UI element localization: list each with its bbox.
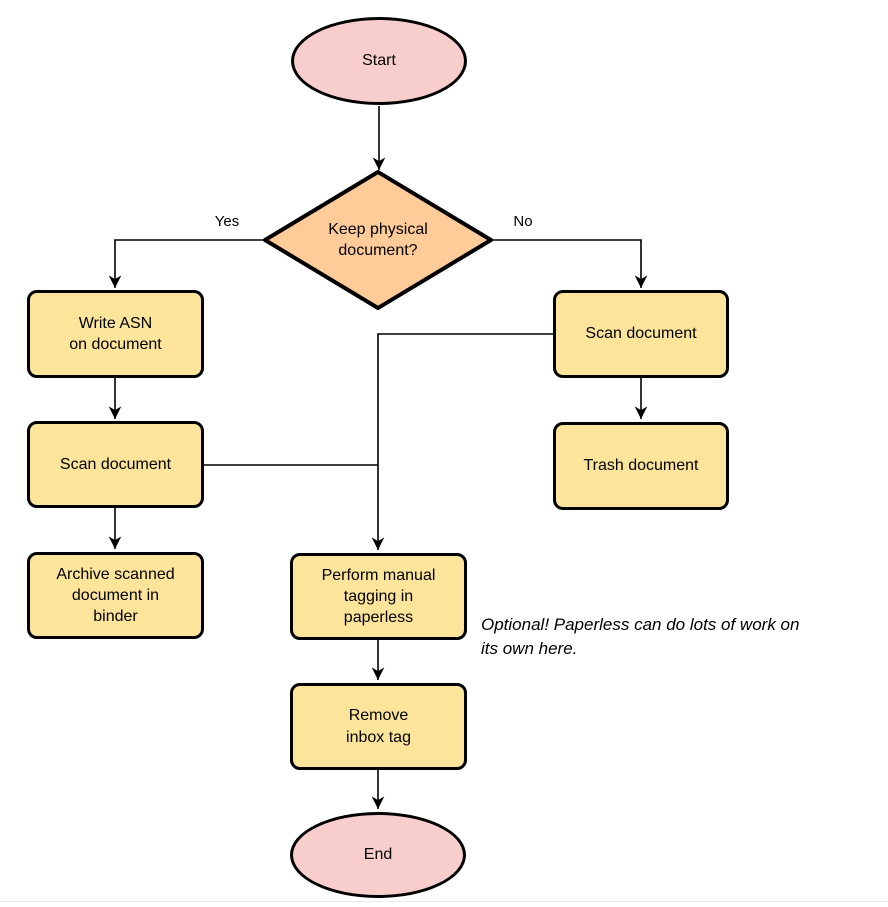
write-asn-node: Write ASN on document — [27, 290, 204, 378]
trash-document-node: Trash document — [553, 422, 729, 510]
start-node-label: Start — [362, 52, 396, 70]
bottom-divider — [0, 901, 888, 902]
archive-node-label: Archive scanned document in binder — [56, 565, 175, 626]
write-asn-node-label: Write ASN on document — [69, 314, 162, 353]
edge-scan-right-tagging — [371, 333, 553, 550]
no-edge-label: No — [513, 212, 533, 230]
edge-decision-write-asn — [108, 239, 265, 288]
scan-document-left-label: Scan document — [59, 455, 172, 473]
scan-document-right-label: Scan document — [585, 325, 697, 343]
scan-document-left-node: Scan document — [27, 421, 204, 508]
manual-tagging-node: Perform manual tagging in paperless — [290, 553, 467, 640]
end-node: End — [290, 812, 466, 898]
end-node-label: End — [363, 846, 393, 864]
manual-tagging-label: Perform manual tagging in paperless — [321, 566, 436, 627]
remove-inbox-tag-label: Remove inbox tag — [346, 707, 411, 746]
decision-node-label: Keep physical document? — [328, 220, 428, 259]
annotation-text: Optional! Paperless can do lots of work … — [481, 615, 800, 659]
yes-edge-label: Yes — [214, 212, 240, 230]
scan-document-right-node: Scan document — [553, 290, 729, 378]
decision-label: Keep physical document? — [268, 196, 488, 284]
trash-document-label: Trash document — [583, 457, 699, 475]
edge-decision-scan-right — [491, 239, 648, 288]
remove-inbox-tag-node: Remove inbox tag — [290, 683, 467, 770]
archive-node: Archive scanned document in binder — [27, 552, 204, 639]
annotation-note: Optional! Paperless can do lots of work … — [481, 589, 885, 661]
start-node: Start — [291, 17, 467, 105]
